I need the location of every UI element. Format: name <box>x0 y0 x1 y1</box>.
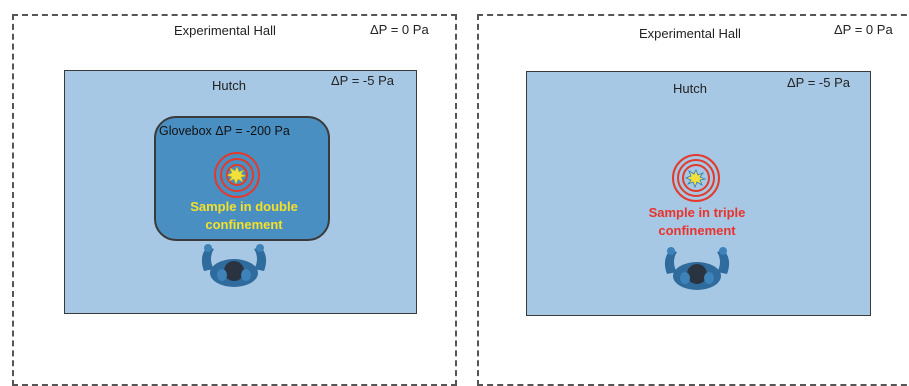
hutch-right: Hutch ΔP = -5 Pa Sample in triple confin… <box>526 71 871 316</box>
hall-label: Experimental Hall <box>174 23 276 38</box>
hall-label: Experimental Hall <box>639 26 741 41</box>
hutch-label: Hutch <box>673 81 707 96</box>
hutch-label: Hutch <box>212 78 246 93</box>
hall-pressure-label: ΔP = 0 Pa <box>834 22 893 37</box>
hutch-left: Hutch ΔP = -5 Pa Glovebox ΔP = -200 Pa S… <box>64 70 417 314</box>
sample-burst-icon <box>684 169 707 189</box>
hutch-pressure-label: ΔP = -5 Pa <box>787 75 851 90</box>
hall-pressure-label: ΔP = 0 Pa <box>370 22 429 37</box>
person-icon <box>201 244 267 287</box>
experimental-hall-right: Experimental Hall ΔP = 0 Pa Hutch ΔP = -… <box>477 14 909 386</box>
sample-burst-icon <box>226 166 247 185</box>
hutch-pressure-label: ΔP = -5 Pa <box>331 73 395 88</box>
glovebox: Glovebox ΔP = -200 Pa Sample in double c… <box>154 116 330 241</box>
sample-label: Sample in double confinement <box>190 199 298 232</box>
confinement-rings-icon <box>214 152 260 198</box>
glovebox-label: Glovebox ΔP = -200 Pa <box>159 124 290 138</box>
experimental-hall-left: Experimental Hall ΔP = 0 Pa Hutch ΔP = -… <box>12 14 457 386</box>
confinement-rings-icon <box>672 154 720 202</box>
sample-label: Sample in triple confinement <box>648 205 746 238</box>
person-icon <box>664 247 730 290</box>
